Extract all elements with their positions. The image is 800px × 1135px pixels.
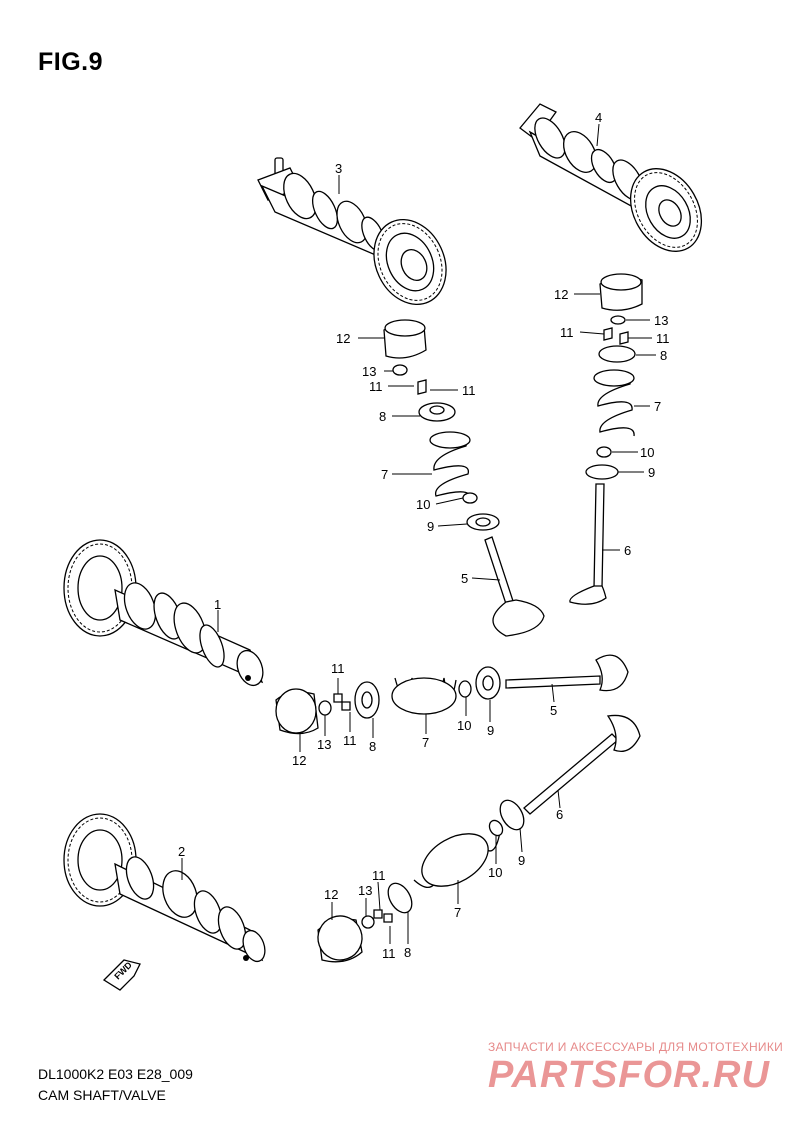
valve-assembly-a — [383, 319, 545, 637]
footer-code: DL1000K2 E03 E28_009 — [38, 1066, 193, 1082]
callout-c7: 7 — [422, 735, 429, 750]
callout-a7: 7 — [381, 467, 388, 482]
callout-b7: 7 — [654, 399, 661, 414]
camshaft-3 — [257, 157, 447, 306]
callout-a12: 12 — [336, 331, 350, 346]
callout-c11a: 11 — [331, 661, 345, 676]
camshaft-1 — [63, 539, 264, 687]
callout-c9: 9 — [487, 723, 494, 738]
callout-c12: 12 — [292, 753, 306, 768]
callout-a13: 13 — [362, 364, 376, 379]
callout-b6: 6 — [624, 543, 631, 558]
camshaft-4 — [519, 103, 703, 252]
callout-d11b: 11 — [382, 946, 396, 961]
callout-a9: 9 — [427, 519, 434, 534]
callout-d12: 12 — [324, 887, 338, 902]
watermark-tagline: ЗАПЧАСТИ И АКСЕССУАРЫ ДЛЯ МОТОТЕХНИКИ — [488, 1040, 784, 1054]
callout-a10: 10 — [416, 497, 430, 512]
leader-lines — [181, 123, 656, 944]
callout-3: 3 — [335, 161, 342, 176]
callout-b13: 13 — [654, 313, 668, 328]
figure-title: FIG.9 — [38, 48, 104, 76]
callout-b11b: 11 — [656, 331, 670, 346]
callout-b8: 8 — [660, 348, 667, 363]
fwd-direction-arrow: FWD — [102, 959, 141, 991]
callout-d8: 8 — [404, 945, 411, 960]
callout-4: 4 — [595, 110, 602, 125]
callout-c10: 10 — [457, 718, 471, 733]
watermark-brand: PARTSFOR.RU — [488, 1054, 770, 1096]
callout-d7: 7 — [454, 905, 461, 920]
callout-d10: 10 — [488, 865, 502, 880]
callout-b9: 9 — [648, 465, 655, 480]
callout-a5: 5 — [461, 571, 468, 586]
callout-c11b: 11 — [343, 733, 357, 748]
callout-c5: 5 — [550, 703, 557, 718]
valve-assembly-c — [275, 654, 629, 735]
callout-a11a: 11 — [369, 379, 383, 394]
camshaft-2 — [63, 813, 266, 963]
callout-c13: 13 — [317, 737, 331, 752]
footer-caption: CAM SHAFT/VALVE — [38, 1087, 166, 1103]
callout-d9: 9 — [518, 853, 525, 868]
callout-d11a: 11 — [372, 868, 386, 883]
callout-b12: 12 — [554, 287, 568, 302]
callout-a8: 8 — [379, 409, 386, 424]
callout-b11a: 11 — [560, 325, 574, 340]
callout-2: 2 — [178, 844, 185, 859]
callout-c8: 8 — [369, 739, 376, 754]
callout-b10: 10 — [640, 445, 654, 460]
valve-assembly-b — [569, 273, 643, 605]
callout-1: 1 — [214, 597, 221, 612]
callout-a11b: 11 — [462, 383, 476, 398]
valve-assembly-d — [317, 714, 641, 963]
callout-d13: 13 — [358, 883, 372, 898]
callout-labels: 1 2 3 4 12 13 11 11 8 7 10 9 5 12 13 11 … — [178, 110, 670, 961]
callout-d6: 6 — [556, 807, 563, 822]
